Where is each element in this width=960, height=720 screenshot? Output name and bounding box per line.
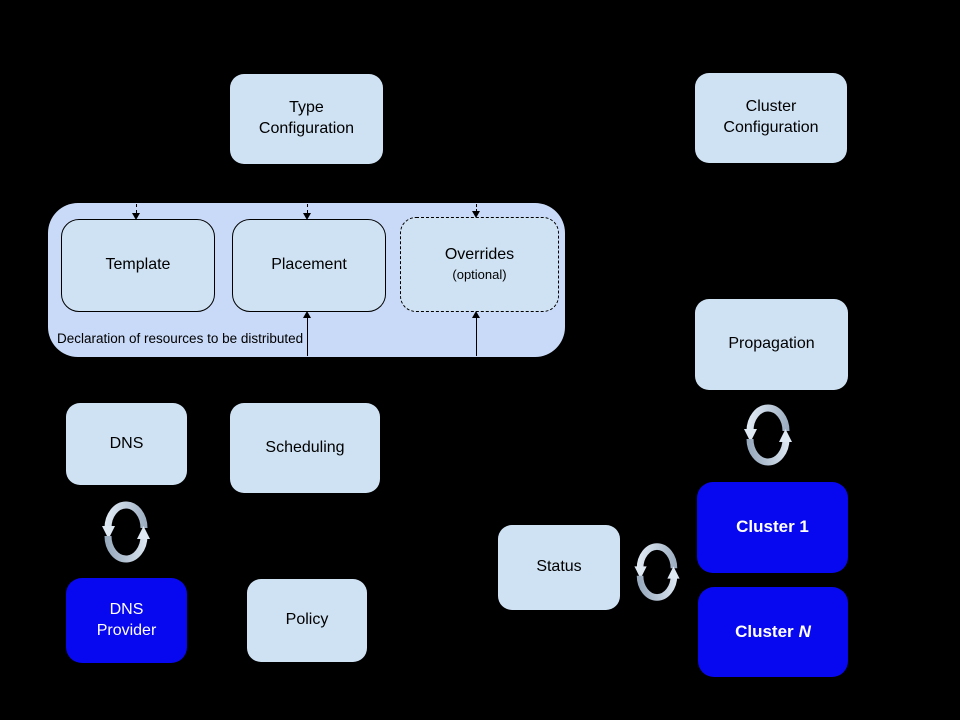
dns-provider-node: DNS Provider — [66, 578, 187, 663]
arrowhead-up-placement — [303, 311, 311, 318]
sync-icon — [744, 404, 792, 466]
cluster-1-label: Cluster 1 — [736, 517, 809, 537]
scheduling-label: Scheduling — [265, 438, 345, 456]
sync-icon — [102, 501, 150, 563]
dns-label: DNS — [109, 434, 144, 452]
template-label: Template — [105, 256, 171, 274]
declaration-caption: Declaration of resources to be distribut… — [57, 331, 304, 346]
cluster-configuration-label: Cluster Configuration — [723, 98, 819, 136]
arrow-line-into-placement — [307, 204, 308, 213]
template-node: Template — [61, 219, 215, 312]
cluster-configuration-node: Cluster Configuration — [695, 73, 847, 163]
dns-provider-label: DNS Provider — [96, 600, 157, 639]
arrow-line-up-placement — [307, 318, 308, 356]
placement-label: Placement — [271, 256, 347, 274]
cluster-n-prefix: Cluster — [735, 621, 794, 641]
status-label: Status — [536, 558, 582, 576]
status-node: Status — [498, 525, 620, 610]
propagation-node: Propagation — [695, 299, 848, 390]
overrides-label: Overrides — [444, 246, 515, 264]
policy-label: Policy — [285, 611, 329, 629]
arrow-line-into-template — [136, 204, 137, 213]
scheduling-node: Scheduling — [230, 403, 380, 493]
arrow-line-into-overrides — [476, 204, 477, 212]
placement-node: Placement — [232, 219, 386, 312]
arrowhead-into-template — [132, 213, 140, 220]
arrowhead-into-overrides — [472, 211, 480, 218]
cluster-n-variable: N — [798, 621, 811, 641]
cluster-1-node: Cluster 1 — [697, 482, 848, 573]
dns-node: DNS — [66, 403, 187, 485]
overrides-optional-label: (optional) — [452, 266, 507, 282]
propagation-label: Propagation — [728, 335, 815, 353]
arrowhead-into-placement — [303, 213, 311, 220]
arrow-line-up-overrides — [476, 318, 477, 356]
type-configuration-label: Type Configuration — [258, 99, 355, 137]
policy-node: Policy — [247, 579, 367, 662]
type-configuration-node: Type Configuration — [230, 74, 383, 164]
overrides-node: Overrides (optional) — [400, 217, 559, 312]
sync-icon — [634, 543, 680, 601]
arrowhead-up-overrides — [472, 311, 480, 318]
